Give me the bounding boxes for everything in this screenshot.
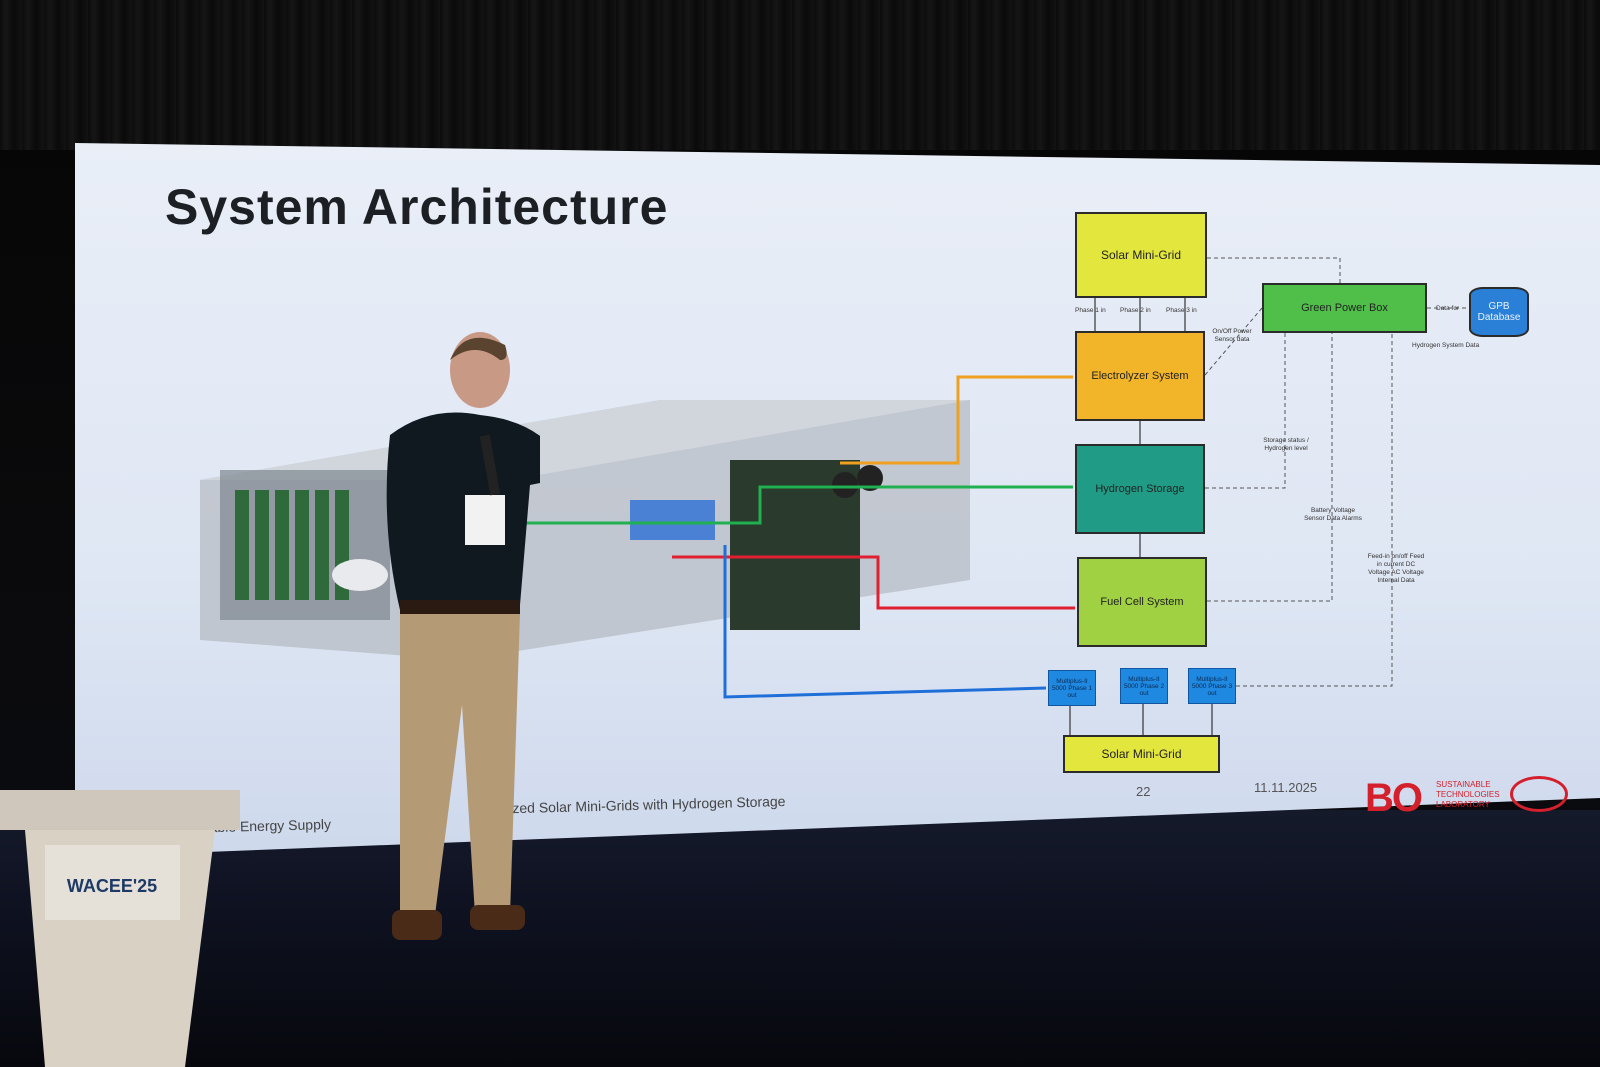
gas-cylinders	[235, 490, 349, 600]
lab-logo-text: SUSTAINABLE TECHNOLOGIES LABORATORY	[1436, 780, 1500, 809]
speaker-shoe-right	[470, 905, 525, 930]
feed-in-label: Feed-in on/off Feed in current DC Voltag…	[1367, 553, 1425, 584]
podium-event-logo: WACEE'25	[67, 876, 157, 896]
flow-lines	[1069, 298, 1213, 735]
fuel-cell-system: Fuel Cell System	[1077, 557, 1207, 647]
hydrogen-storage: Hydrogen Storage	[1075, 444, 1205, 534]
green-power-box: Green Power Box	[1262, 283, 1427, 333]
slide-title: System Architecture	[165, 179, 669, 235]
lab-logo-mark: BO	[1365, 776, 1423, 820]
electrolyzer-system: Electrolyzer System	[1075, 331, 1205, 421]
phase-3-label: Phase 3 in	[1166, 307, 1197, 314]
speaker	[386, 332, 540, 940]
slide-page-number: 22	[1136, 784, 1151, 799]
slide-date: 11.11.2025	[1254, 780, 1318, 795]
arrow-blue	[723, 545, 1047, 699]
speaker-badge	[465, 495, 505, 545]
lab-logo-ring-icon	[1510, 776, 1568, 812]
multiplus-phase-3: Multiplus-II 5000 Phase 3 out	[1188, 668, 1236, 704]
stage-curtain	[0, 0, 1600, 150]
dashed-data-lines	[1204, 257, 1469, 687]
storage-status-label: Storage status / Hydrogen level	[1263, 437, 1309, 452]
phase-1-label: Phase 1 in	[1075, 307, 1106, 314]
speaker-belt	[400, 600, 520, 614]
solar-mini-grid-top: Solar Mini-Grid	[1075, 212, 1207, 298]
battery-voltage-label: Battery Voltage Sensor Data Alarms	[1304, 507, 1362, 522]
podium-logo-panel	[45, 845, 180, 920]
podium-top	[0, 790, 240, 830]
gpb-database: GPB Database	[1469, 287, 1529, 337]
onoff-label: On/Off Power Sensor data	[1212, 328, 1252, 343]
fan-left	[832, 472, 858, 498]
speaker-arm	[535, 448, 540, 463]
tank	[332, 559, 388, 591]
speaker-microphone	[479, 434, 501, 496]
data-for-label: Data for	[1436, 305, 1460, 312]
phase-2-label: Phase 2 in	[1120, 307, 1151, 314]
arrow-red	[672, 555, 1075, 610]
fan-right	[857, 465, 883, 491]
speaker-hair	[450, 337, 507, 360]
multiplus-phase-2: Multiplus-II 5000 Phase 2 out	[1120, 668, 1168, 704]
hydrogen-system-data-label: Hydrogen System Data	[1412, 342, 1480, 349]
speaker-trousers	[400, 614, 520, 915]
inverter-units	[630, 500, 715, 540]
arrow-green	[520, 485, 1073, 525]
speaker-shoe-left	[392, 910, 442, 940]
stage-floor	[0, 810, 1600, 1067]
solar-mini-grid-bottom: Solar Mini-Grid	[1063, 735, 1220, 773]
podium: WACEE'25	[0, 790, 240, 1067]
arrow-orange	[840, 375, 1073, 465]
multiplus-phase-1: Multiplus-II 5000 Phase 1 out	[1048, 670, 1096, 706]
speaker-shirt	[386, 412, 540, 610]
